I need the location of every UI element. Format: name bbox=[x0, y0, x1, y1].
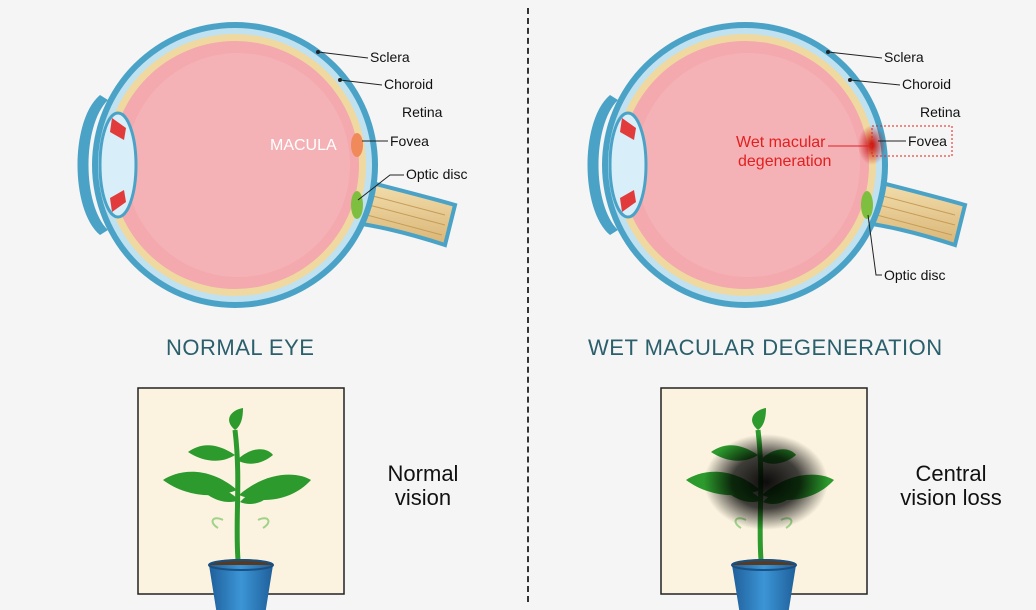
panel-divider bbox=[527, 8, 529, 602]
central-vision-line1: Central bbox=[892, 462, 1010, 486]
fovea-label-wet: Fovea bbox=[908, 133, 947, 149]
optic-disc-label-wet: Optic disc bbox=[884, 267, 945, 283]
choroid-label-wet: Choroid bbox=[902, 76, 951, 92]
retina-label-wet: Retina bbox=[920, 104, 961, 120]
wet-amd-eye-diagram: Sclera Choroid Retina Fovea Optic disc W… bbox=[588, 22, 966, 308]
normal-vision-line1: Normal bbox=[380, 462, 466, 486]
retina-label-normal: Retina bbox=[402, 104, 443, 120]
macula-label: MACULA bbox=[270, 137, 337, 154]
wmd-label-line1: Wet macular bbox=[736, 134, 826, 151]
normal-vision-picture bbox=[138, 388, 344, 610]
fovea-label-normal: Fovea bbox=[390, 133, 429, 149]
central-vision-line2: vision loss bbox=[892, 486, 1010, 510]
wet-amd-title: WET MACULAR DEGENERATION bbox=[588, 335, 943, 361]
central-vision-loss-picture bbox=[661, 388, 867, 610]
macula-spot bbox=[351, 133, 363, 157]
normal-vision-label: Normal vision bbox=[380, 462, 466, 510]
central-blind-spot bbox=[704, 434, 828, 530]
central-vision-loss-label: Central vision loss bbox=[892, 462, 1010, 510]
sclera-label-wet: Sclera bbox=[884, 49, 924, 65]
wmd-label-line2: degeneration bbox=[738, 153, 831, 170]
normal-vision-line2: vision bbox=[380, 486, 466, 510]
normal-eye-title: NORMAL EYE bbox=[166, 335, 314, 361]
choroid-label-normal: Choroid bbox=[384, 76, 433, 92]
optic-disc-label-normal: Optic disc bbox=[406, 166, 467, 182]
normal-eye-diagram: MACULA Sclera Choroid Retina Fovea Optic… bbox=[78, 22, 468, 308]
sclera-label-normal: Sclera bbox=[370, 49, 410, 65]
